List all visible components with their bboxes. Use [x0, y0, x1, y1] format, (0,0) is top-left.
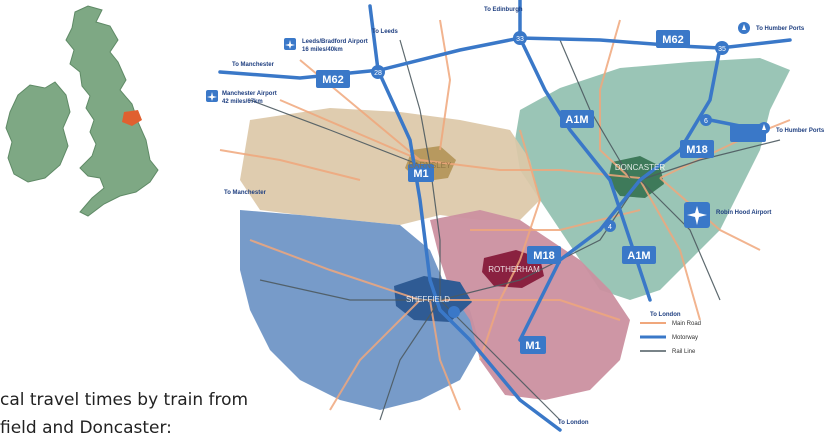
legend-main-road: Main Road — [640, 321, 701, 327]
shield-m1-north: M1 — [408, 164, 434, 182]
shield-m18-east: M18 — [680, 140, 714, 158]
svg-text:Rail Line: Rail Line — [672, 349, 696, 355]
label-to-leeds: To Leeds — [372, 29, 399, 35]
junction-28: 28 — [371, 65, 385, 79]
label-to-manchester-west: To Manchester — [224, 190, 267, 196]
label-doncaster: DONCASTER — [615, 163, 665, 172]
label-to-manchester-north: To Manchester — [232, 62, 275, 68]
south-yorkshire-highlight — [122, 110, 142, 126]
svg-text:M18: M18 — [533, 250, 554, 262]
shield-m62-east: M62 — [656, 30, 690, 48]
airport-icons — [206, 22, 770, 228]
junction-6: 6 — [700, 114, 712, 126]
label-rotherham: ROTHERHAM — [488, 265, 540, 274]
caption: cal travel times by train from field and… — [0, 386, 248, 442]
legend-motorway: Motorway — [640, 335, 698, 341]
label-to-humber-ports-e: To Humber Ports — [776, 128, 825, 134]
manchester-airport-icon — [206, 90, 218, 102]
svg-text:28: 28 — [374, 70, 382, 77]
shield-m62-west: M62 — [316, 70, 350, 88]
junction-35: 35 — [715, 41, 729, 55]
svg-text:33: 33 — [516, 36, 524, 43]
label-manchester-airport-time: 42 miles/67km — [222, 99, 263, 105]
label-to-edinburgh: To Edinburgh — [484, 7, 523, 13]
legend: Main Road Motorway Rail Line — [640, 321, 701, 355]
svg-text:M1: M1 — [413, 168, 428, 180]
label-barnsley: BARNSLEY — [409, 161, 452, 170]
label-to-london-east: To London — [650, 312, 681, 318]
caption-line-2: field and Doncaster: — [0, 418, 172, 438]
regions — [240, 58, 790, 410]
svg-text:M62: M62 — [662, 34, 683, 46]
ireland-shape — [5, 81, 71, 183]
humber-port-icon — [738, 22, 750, 34]
label-sheffield: SHEFFIELD — [406, 295, 450, 304]
label-to-london-south: To London — [558, 420, 589, 426]
svg-text:A1M: A1M — [565, 114, 588, 126]
road-shields: M62 M62 A1M M18 M1 M18 A1M M1 — [316, 30, 766, 354]
shield-m18-south: M18 — [527, 246, 561, 264]
svg-text:A1M: A1M — [627, 250, 650, 262]
svg-text:6: 6 — [704, 118, 708, 125]
great-britain-shape — [65, 5, 159, 217]
shield-m18-northeast — [730, 124, 766, 142]
shield-a1m-north: A1M — [560, 110, 594, 128]
legend-rail-line: Rail Line — [640, 349, 696, 355]
svg-text:M18: M18 — [686, 144, 707, 156]
label-manchester-airport: Manchester Airport — [222, 91, 277, 97]
shield-m1-south: M1 — [520, 336, 546, 354]
robin-hood-airport-icon — [684, 202, 710, 228]
uk-inset-map — [5, 5, 159, 217]
svg-text:35: 35 — [718, 46, 726, 53]
humber-port-east-icon — [758, 122, 770, 134]
shield-a1m-south: A1M — [622, 246, 656, 264]
junctions: 28 33 35 6 4 — [371, 31, 729, 318]
junction-m1-south — [448, 306, 460, 318]
label-leeds-airport-time: 16 miles/40km — [302, 47, 343, 53]
label-robin-hood-airport: Robin Hood Airport — [716, 210, 771, 216]
junction-4: 4 — [604, 220, 616, 232]
region-sheffield — [240, 210, 480, 410]
svg-text:Motorway: Motorway — [672, 335, 698, 341]
region-barnsley — [240, 108, 540, 225]
svg-text:4: 4 — [608, 224, 612, 231]
rail-lines — [249, 39, 781, 421]
label-leeds-airport: Leeds/Bradford Airport — [302, 39, 368, 45]
caption-line-1: cal travel times by train from — [0, 390, 249, 410]
label-to-humber-ports-ne: To Humber Ports — [756, 26, 805, 32]
region-labels: BARNSLEY DONCASTER SHEFFIELD ROTHERHAM — [406, 161, 665, 304]
junction-33: 33 — [513, 31, 527, 45]
svg-text:M62: M62 — [322, 74, 343, 86]
svg-text:M1: M1 — [525, 340, 540, 352]
place-labels: To Edinburgh To Leeds Leeds/Bradford Air… — [222, 7, 825, 426]
leeds-airport-icon — [284, 38, 296, 50]
svg-text:Main Road: Main Road — [672, 321, 701, 327]
